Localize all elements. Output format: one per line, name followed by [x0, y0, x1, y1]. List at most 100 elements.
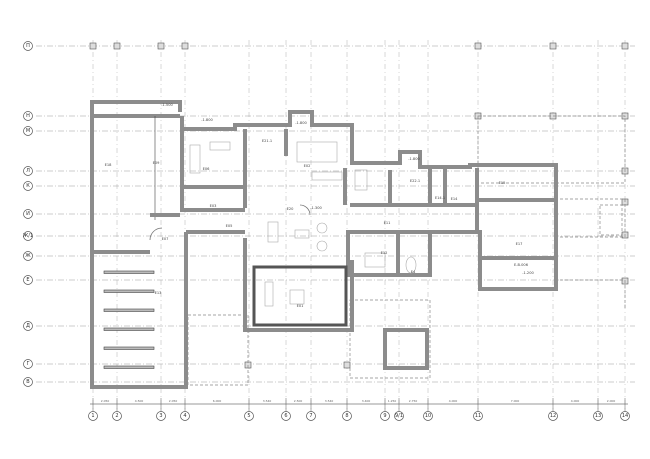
row-axis-bubble: Ж: [23, 251, 33, 261]
column-axis-bubble: 1: [88, 398, 98, 421]
row-axis-label: П: [26, 43, 30, 49]
room-label: Е03: [210, 204, 217, 208]
column-axis-bubble: 4: [180, 398, 190, 421]
room-label: Е12: [381, 251, 388, 255]
row-axis-bubble: И: [23, 209, 33, 219]
dimension-chain: 2.050 4.500 2.050 6.000 3.540 2.500 3.54…: [90, 399, 628, 405]
level-mark: -1.200: [522, 271, 534, 275]
column-axis-bubble: 7: [306, 398, 316, 421]
structural-column: [474, 42, 482, 50]
row-axis-label: Н: [26, 113, 30, 119]
column-axis-label: 9/1: [395, 413, 403, 419]
structural-column: [89, 42, 97, 50]
level-mark: -1.800: [201, 118, 213, 122]
column-axis-bubble: 13: [593, 398, 603, 421]
room-label: Е15: [499, 181, 506, 185]
dimension-label: 2.750: [409, 399, 418, 403]
dimension-label: 3.540: [325, 399, 334, 403]
column-axis-bubble: 10: [423, 398, 433, 421]
room-label: Е4: [411, 270, 416, 274]
column-axis-label: 11: [475, 413, 481, 419]
level-mark: Е-В.006: [514, 263, 529, 267]
room-labels: Е18 Е09 Е06 Е03 Е05 Е07 Е21.1 Е02 Е20 Е1…: [105, 139, 523, 308]
room-label: Е09: [153, 161, 161, 165]
column-axis-bubble: 6: [281, 398, 291, 421]
room-label: Е13: [155, 291, 162, 295]
row-axis-bubble: Л: [23, 166, 33, 176]
dimension-label: 2.000: [607, 399, 616, 403]
room-label: Е11: [384, 221, 391, 225]
column-axis-label: 8: [345, 413, 348, 419]
furniture: [149, 141, 417, 307]
row-axis-bubble: Н: [23, 111, 33, 121]
dimension-label: 4.000: [449, 399, 458, 403]
column-axis-label: 5: [247, 413, 250, 419]
room-label: Е14.1: [435, 196, 445, 200]
row-axis-label: К: [26, 183, 30, 189]
row-axis-label: М: [26, 128, 30, 134]
structural-column: [549, 42, 557, 50]
row-axis-bubble: В: [23, 377, 33, 387]
dimension-label: 6.000: [213, 399, 222, 403]
column-axis-label: 6: [284, 413, 287, 419]
room-label: Е22.1: [410, 179, 420, 183]
room-label: Е06: [203, 167, 211, 171]
column-axis-label: 3: [159, 413, 162, 419]
dimension-label: 3.400: [362, 399, 371, 403]
dimension-label: 3.540: [263, 399, 272, 403]
level-mark: -1.500: [161, 103, 173, 107]
row-axis-bubble: П: [23, 41, 33, 51]
room-label: Е20: [287, 207, 295, 211]
row-axis-label: Е: [26, 277, 29, 283]
dimension-label: 1.250: [388, 399, 397, 403]
column-axis-label: 9: [383, 413, 386, 419]
column-axis-label: 1: [91, 413, 94, 419]
dimension-label: 4.000: [571, 399, 580, 403]
dimension-label: 2.050: [101, 399, 110, 403]
column-axis-label: 10: [425, 413, 431, 419]
grid-columns: [92, 40, 626, 410]
column-axis-bubble: 5: [244, 398, 254, 421]
room-label: Е17: [516, 242, 523, 246]
room-label: Е14: [451, 197, 459, 201]
walls: [90, 100, 558, 389]
dimension-label: 2.050: [169, 399, 178, 403]
level-marks: -1.500 -1.800 -1.800 -1.300 -1.800 -1.20…: [161, 103, 534, 275]
room-label: Е05: [226, 224, 233, 228]
ramp-bars: [103, 270, 155, 369]
row-axis-bubble: К: [23, 181, 33, 191]
dimension-label: 4.500: [135, 399, 144, 403]
structural-column: [113, 42, 121, 50]
structural-column: [157, 42, 165, 50]
row-axis-label: Ж/1: [23, 233, 33, 239]
column-axis-bubble: 8: [342, 398, 352, 421]
row-axis-bubble: Г: [23, 359, 33, 369]
level-mark: -1.800: [295, 121, 307, 125]
dimension-label: 7.000: [511, 399, 520, 403]
row-axis-bubble: Ж/1: [23, 231, 33, 241]
room-label: Е21.1: [262, 139, 272, 143]
room-label: Е18: [105, 163, 113, 167]
row-axis-label: Ж: [25, 253, 31, 259]
structural-column: [181, 42, 189, 50]
column-axis-bubble: 3: [156, 398, 166, 421]
row-axis-bubble: Е: [23, 275, 33, 285]
room-label: Е01: [297, 304, 304, 308]
level-mark: -1.300: [310, 206, 322, 210]
row-axis-markers: П Н М Л К И Ж/1Ж Е Д Г В: [23, 41, 33, 387]
room-label: Е02: [304, 164, 311, 168]
structural-column: [621, 42, 629, 50]
column-axis-label: 14: [622, 413, 628, 419]
column-axis-bubble: 9/1: [394, 398, 404, 421]
column-axis-label: 2: [115, 413, 118, 419]
column-axis-label: 12: [550, 413, 556, 419]
level-mark: -1.800: [408, 157, 420, 161]
structural-column: [343, 361, 351, 369]
row-axis-label: Д: [26, 323, 30, 329]
row-axis-label: Г: [26, 361, 29, 367]
column-axis-bubble: 12: [548, 398, 558, 421]
column-axis-bubble: 2: [112, 398, 122, 421]
column-axis-bubble: 11: [473, 398, 483, 421]
